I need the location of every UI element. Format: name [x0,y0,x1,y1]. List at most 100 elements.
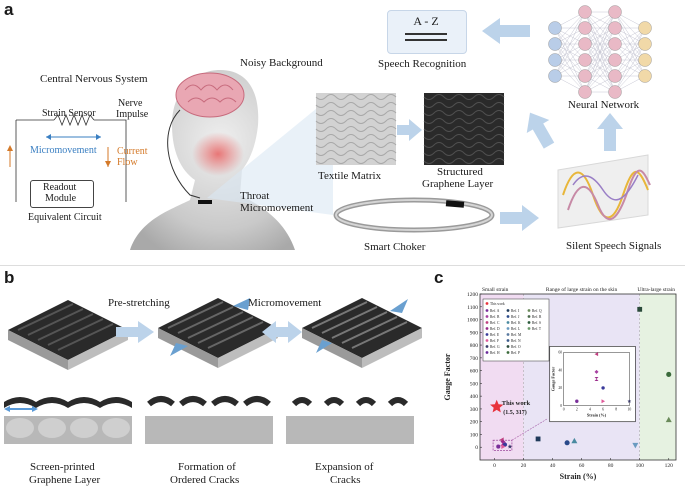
legend-entry: Ref. Q [532,309,542,313]
data-point [571,437,578,444]
legend-entry: Ref. N [511,339,521,343]
panel-b-letter: b [4,268,15,287]
legend-entry: Ref. C [490,321,500,325]
data-point [564,440,570,446]
data-point [496,444,501,449]
legend-entry: Ref. B [490,315,500,319]
az-label: A - Z [413,14,439,28]
inset-x-tick-label: 4 [589,408,591,412]
silent-speech-signals-image [557,154,651,229]
arrow-choker-to-signals [500,205,539,231]
current-label: Current [117,146,148,157]
legend-marker [506,321,510,324]
throat-micromovement-label: Micromovement [240,202,314,214]
arrow-nn-to-speech [482,18,530,44]
y-tick-label: 300 [470,407,479,413]
readout-label: Readout [43,182,77,193]
legend-marker [527,309,531,312]
zoom-box [492,439,513,451]
zoom-connector [511,418,547,441]
legend-marker [506,327,510,330]
micromovement-b-label: Micromovement [248,297,322,309]
legend-marker [485,339,489,342]
data-point [594,369,599,374]
plot-frame [479,293,677,461]
legend-marker [506,351,510,354]
y-axis-label: Gauge Factor [443,353,452,400]
arrow-textile-to-graphene [397,119,422,141]
this-work-label: This work [502,400,531,407]
inset-x-tick-label: 8 [615,408,617,412]
speech-recognition-label: Speech Recognition [378,58,467,70]
graphene-layer-label: Graphene Layer [422,178,494,190]
legend-entry: Ref. H [490,351,500,355]
flow-label: Flow [117,157,138,168]
inset-x-tick-label: 2 [576,408,578,412]
legend-entry: Ref. P [511,351,520,355]
x-tick-label: 0 [493,463,496,469]
x-tick-label: 40 [550,463,556,469]
y-tick-label: 600 [470,369,479,375]
data-point [490,399,504,413]
pre-stretching-label: Pre-stretching [108,297,170,309]
strain-sensor-label: Strain Sensor [42,108,96,119]
head-figure [130,70,295,250]
data-point [535,436,541,442]
cracks-label: Cracks [330,474,361,486]
noisy-waveform [29,7,357,55]
smart-choker-image [333,197,495,233]
legend-entry: This work [490,302,505,306]
legend-entry: Ref. S [532,321,541,325]
noisy-background-label: Noisy Background [240,57,323,69]
inset-x-tick-label: 0 [563,408,565,412]
legend-entry: Ref. G [490,345,500,349]
az-line-2 [405,39,447,41]
module-label: Module [45,193,77,204]
y-tick-label: 200 [470,420,479,426]
legend-entry: Ref. J [511,315,520,319]
legend-entry: Ref. O [511,345,521,349]
nerve-label: Nerve [118,98,143,109]
legend-box [482,298,550,362]
legend-entry: Ref. F [490,339,499,343]
textile-unstretched [8,300,128,370]
divider [0,265,685,266]
legend-entry: Ref. K [511,321,521,325]
micromovement-blue-label: Micromovement [30,145,97,156]
arrow-to-top [526,112,555,149]
textile-matrix-label: Textile Matrix [318,170,382,182]
data-point [666,371,672,377]
data-point [632,442,639,449]
legend-entry: Ref. L [511,327,520,331]
data-point [627,399,632,403]
this-work-coords: (1.5, 317) [503,409,527,416]
legend-entry: Ref. R [532,315,542,319]
inset-y-axis-label: Gauge Factor [551,367,556,392]
y-tick-label: 1200 [467,292,478,298]
legend-entry: Ref. D [490,327,500,331]
inset-y-tick-label: 0 [560,404,562,408]
region-ultra-strain [639,294,676,460]
readout-module-box [30,180,94,208]
arrow-signals-to-nn [597,113,623,151]
data-point [594,377,599,382]
data-point [601,399,606,404]
y-tick-label: 1100 [467,305,478,311]
legend-marker [485,302,489,305]
cross-section-3 [286,397,414,444]
inset-y-tick-label: 20 [558,386,562,390]
cross-section-2 [145,396,273,444]
legend-marker [485,327,489,330]
formation-label: Formation of [178,461,236,473]
legend-marker [506,315,510,318]
legend-marker [527,321,531,324]
x-tick-label: 80 [608,463,614,469]
textile-stretched [158,298,278,368]
y-tick-label: 0 [475,445,478,451]
legend-marker [527,315,531,318]
textile-matrix-image [315,93,397,165]
y-tick-label: 500 [470,381,479,387]
inset-x-axis-label: Strain (%) [587,413,607,418]
x-tick-label: 60 [579,463,585,469]
inset-y-tick-label: 60 [558,351,562,355]
